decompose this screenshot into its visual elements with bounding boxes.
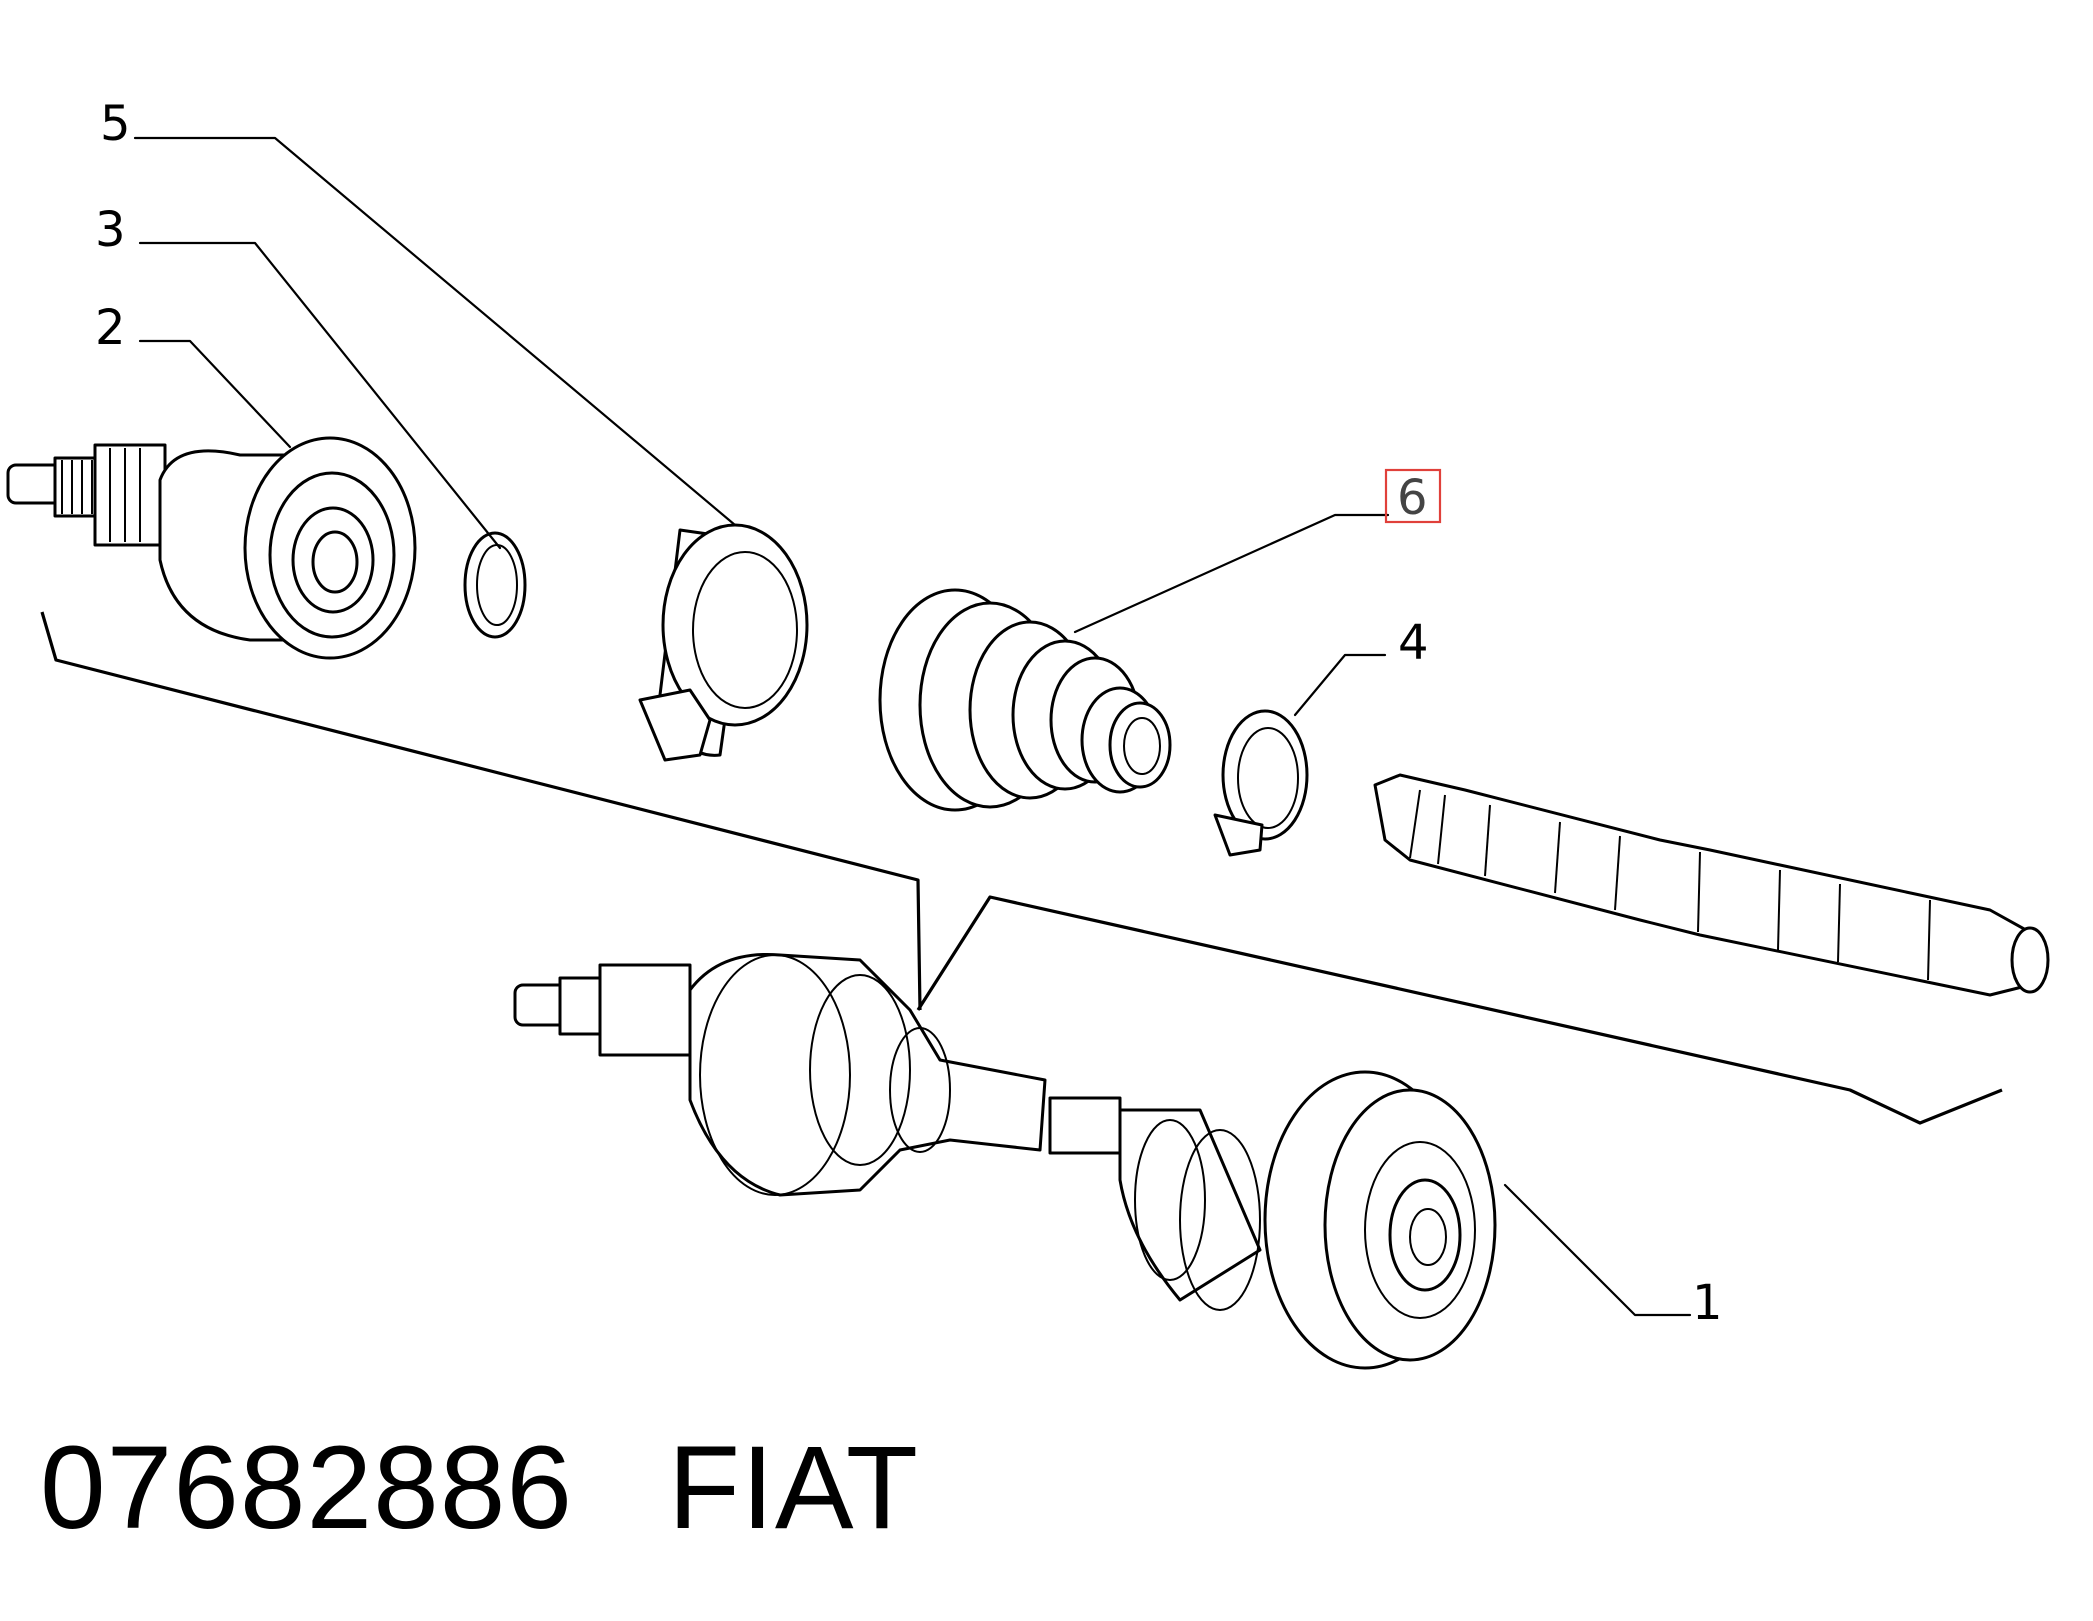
callout-6: 6 [1397,470,1428,526]
axle-shaft [1373,773,2050,997]
callout-1: 1 [1692,1275,1723,1331]
callout-numbers: 5 3 2 6 4 1 [95,96,1723,1331]
snap-ring [463,531,527,639]
leader-line-2 [138,339,292,449]
leader-line-4 [1293,653,1387,717]
leader-line-5 [133,136,737,527]
leader-line-1 [1503,1183,1692,1317]
exploded-view-frame [40,611,2003,1125]
large-boot-clamp [638,523,809,762]
leader-lines [133,136,1692,1317]
callout-4: 4 [1398,615,1429,671]
outer-cv-joint [6,436,417,660]
callout-2: 2 [95,300,126,356]
callout-6-highlight-box [1384,468,1442,524]
small-boot-clamp [1213,709,1309,857]
cv-boot [878,588,1172,812]
callout-5: 5 [100,96,131,152]
part-number: 07682886 [40,1422,574,1554]
brand-name: FIAT [668,1422,919,1554]
footer-caption: 07682886 FIAT [40,1420,1014,1556]
leader-line-3 [138,241,502,550]
driveshaft-assembly [513,952,1497,1370]
leader-line-6 [1073,513,1390,634]
callout-3: 3 [95,202,126,258]
